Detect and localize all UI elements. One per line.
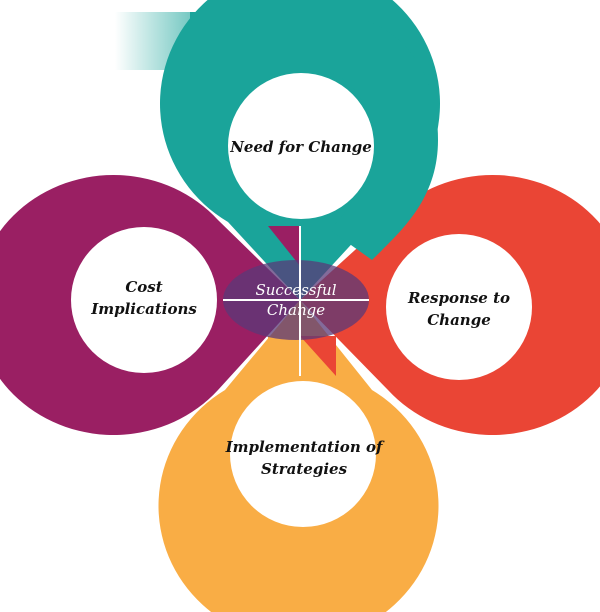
bottom-loop-hole — [230, 381, 376, 527]
left-loop-hole — [71, 227, 217, 373]
label-successful-change: Successful Change — [236, 280, 356, 320]
label-cost-line1: Cost — [125, 278, 163, 296]
label-need-for-change: Need for Change — [221, 136, 381, 158]
label-implementation-of-strategies: Implementation of Strategies — [214, 436, 394, 480]
label-need-for-change-line1: Need for Change — [230, 138, 372, 156]
arrowhead-right — [300, 336, 336, 376]
label-implementation-line2: Strategies — [260, 460, 348, 478]
arrowhead-top — [300, 226, 336, 266]
label-implementation-line1: Implementation of — [225, 438, 383, 456]
label-cost-line2: Implications — [91, 300, 197, 318]
arrowhead-bottom — [268, 336, 300, 376]
arrowhead-left — [268, 226, 300, 266]
label-center-line2: Change — [266, 301, 326, 319]
label-response-line2: Change — [427, 311, 491, 329]
label-center-line1: Successful — [255, 281, 337, 299]
right-loop-hole — [386, 234, 532, 380]
label-cost-implications: Cost Implications — [84, 276, 204, 320]
label-response-to-change: Response to Change — [394, 287, 524, 331]
label-response-line1: Response to — [408, 289, 510, 307]
top-loop-hole — [228, 73, 374, 219]
top-loop-band — [190, 12, 438, 260]
